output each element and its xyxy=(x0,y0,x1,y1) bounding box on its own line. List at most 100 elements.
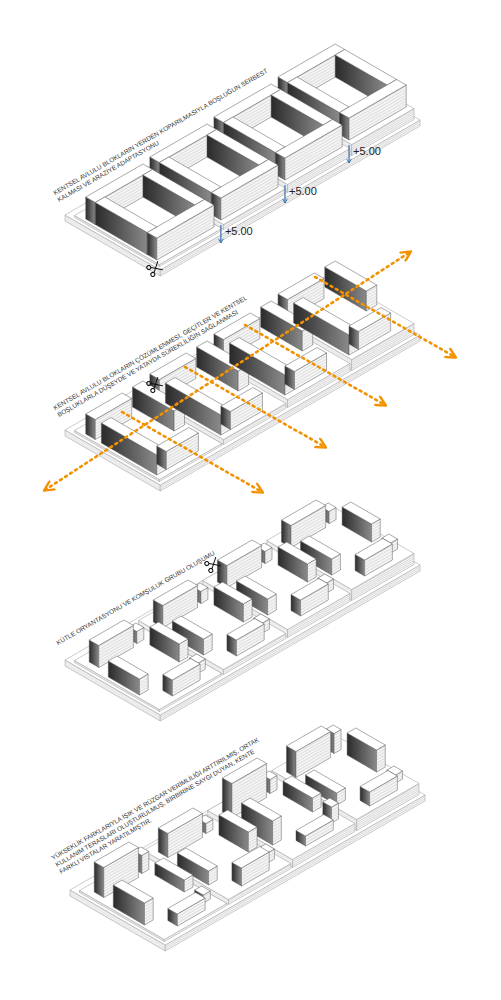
building-block xyxy=(113,880,153,925)
floor-line xyxy=(377,755,386,760)
floor-line xyxy=(372,528,381,533)
building-block xyxy=(296,815,333,847)
floor-line xyxy=(365,557,393,573)
floor-line xyxy=(168,829,203,849)
floor-line xyxy=(294,368,326,387)
floor-line xyxy=(332,567,341,572)
top-face xyxy=(296,815,333,837)
floor-line xyxy=(243,608,252,613)
scissors-symbol xyxy=(146,376,163,393)
floor-line xyxy=(139,681,148,686)
level-markers xyxy=(221,145,349,243)
floor-line xyxy=(268,607,277,612)
floor-line xyxy=(377,758,386,763)
top-face xyxy=(217,540,261,566)
floor-line xyxy=(307,565,316,570)
floor-line xyxy=(144,914,153,919)
floor-line xyxy=(204,641,213,646)
floor-line xyxy=(268,598,277,603)
building-block xyxy=(347,728,385,772)
building-block xyxy=(230,338,295,396)
floor-line xyxy=(268,604,277,609)
top-face xyxy=(275,120,342,159)
stage-caption: KENTSEL AVLULU BLOKLARIN YERDEN KOPARILM… xyxy=(52,58,289,204)
top-face xyxy=(323,798,339,807)
floor-line xyxy=(296,752,331,772)
floor-line xyxy=(209,874,218,879)
stage-caption: KÜTLE ORYANTASYONU VE KOMŞULUK GRUBU OLU… xyxy=(55,509,286,647)
top-face xyxy=(287,726,331,752)
floor-line xyxy=(296,749,331,769)
building-block xyxy=(275,120,342,181)
floor-line xyxy=(302,339,312,345)
building-block xyxy=(340,80,407,141)
front-face xyxy=(228,864,290,905)
floor-line xyxy=(144,905,153,910)
top-face xyxy=(113,880,153,903)
floor-line xyxy=(273,837,282,842)
top-face xyxy=(349,308,391,332)
floor-line xyxy=(268,601,277,606)
top-face xyxy=(207,130,268,166)
floor-line xyxy=(236,637,264,653)
floor-line xyxy=(377,752,386,757)
stage-caption: KENTSEL AVLULU BLOKLARIN ÇÖZÜMLENMESİ, G… xyxy=(52,273,289,419)
floor-line xyxy=(179,645,188,650)
floor-line xyxy=(166,448,198,467)
top-face xyxy=(219,810,257,832)
top-face xyxy=(150,622,188,644)
floor-line xyxy=(144,902,153,907)
floor-line xyxy=(332,561,341,566)
floor-line xyxy=(144,917,153,922)
building-block xyxy=(291,579,328,617)
floor-line xyxy=(139,687,148,692)
floor-line xyxy=(248,832,257,837)
top-face xyxy=(291,579,328,601)
building-block xyxy=(355,539,392,577)
floor-line xyxy=(184,881,193,886)
floor-line xyxy=(366,299,376,305)
floor-line xyxy=(243,611,252,616)
top-face xyxy=(340,80,407,119)
floor-line xyxy=(312,801,321,806)
floor-line xyxy=(359,328,391,347)
building-block xyxy=(108,656,148,695)
floor-line xyxy=(204,647,213,652)
floor-line xyxy=(366,293,376,299)
floor-line xyxy=(248,838,257,843)
top-face xyxy=(143,170,204,206)
building-block xyxy=(168,893,205,927)
stage-caption: YÜKSEKLİK FARKLARIYLA IŞIK VE RÜZGAR VER… xyxy=(50,735,270,876)
front-face xyxy=(223,634,285,675)
top-face xyxy=(108,656,148,679)
floor-line xyxy=(307,574,316,579)
floor-line xyxy=(248,844,257,849)
building-block xyxy=(227,619,264,657)
top-face xyxy=(278,44,345,83)
floor-line xyxy=(377,764,386,769)
building-block xyxy=(150,622,188,662)
top-face xyxy=(241,798,281,821)
top-face xyxy=(214,582,252,604)
building-block xyxy=(221,388,263,430)
top-face xyxy=(211,160,278,199)
top-face xyxy=(271,90,332,126)
floor-line xyxy=(232,780,267,800)
flow-arrow xyxy=(245,325,385,405)
building-block xyxy=(278,542,316,582)
floor-line xyxy=(312,804,321,809)
top-face xyxy=(360,771,397,793)
floor-line xyxy=(241,867,269,883)
top-face xyxy=(347,728,385,750)
floor-line xyxy=(273,834,282,839)
floor-line xyxy=(238,376,248,382)
floor-line xyxy=(238,379,248,385)
floor-line xyxy=(332,558,341,563)
floor-line xyxy=(372,534,381,539)
floor-line xyxy=(174,422,184,428)
floor-line xyxy=(377,761,386,766)
floor-line xyxy=(230,408,262,427)
flow-arrow xyxy=(185,367,325,447)
